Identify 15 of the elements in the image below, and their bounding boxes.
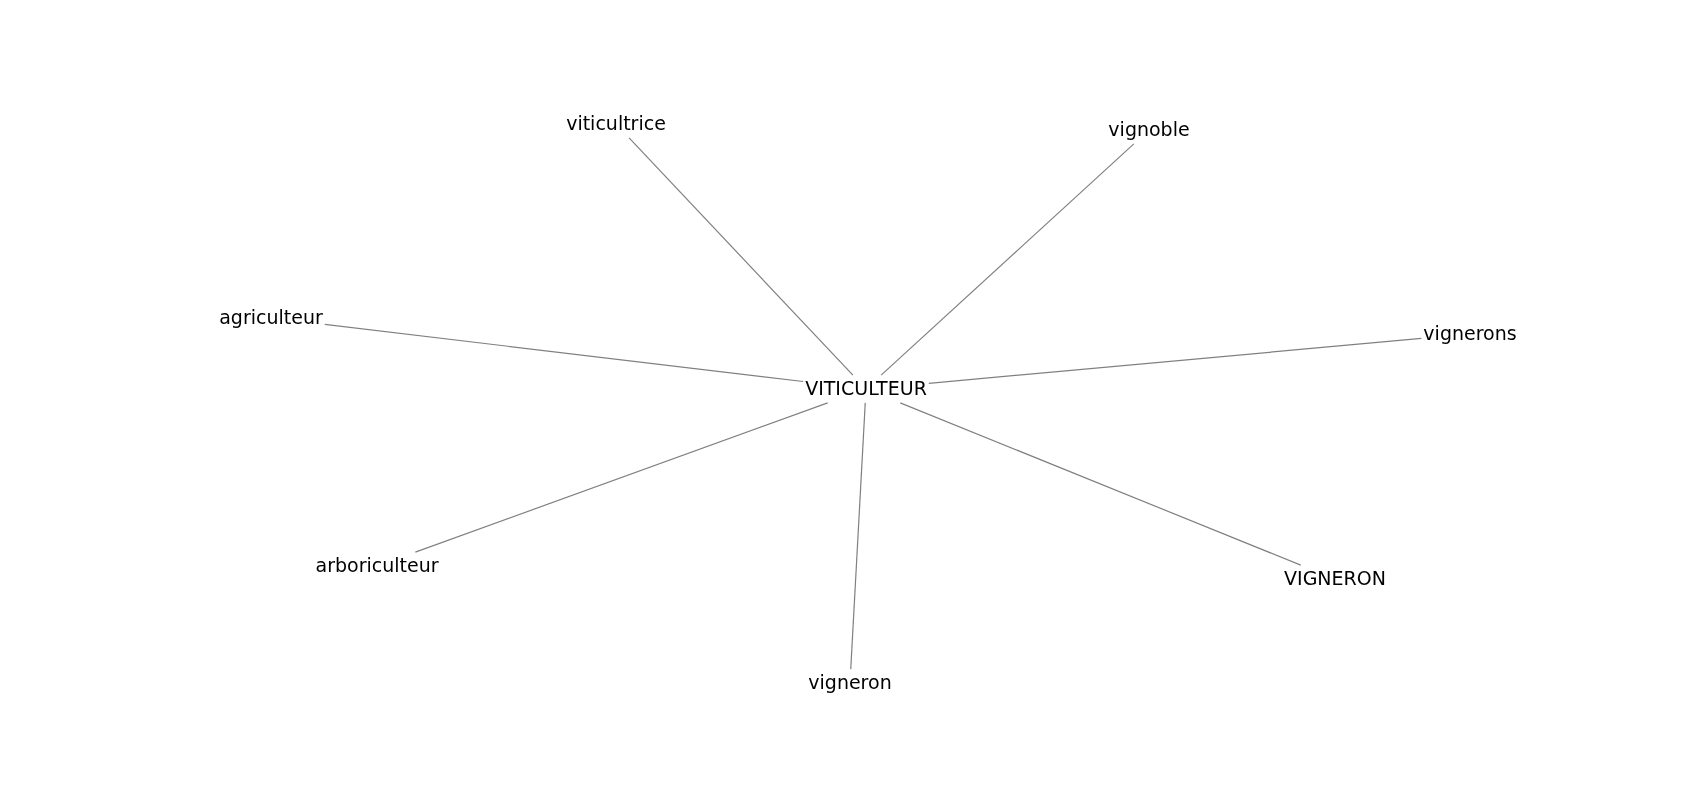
word-label: viticultrice (566, 112, 666, 136)
word-label: arboriculteur (315, 554, 439, 578)
connector-line (850, 402, 866, 670)
connector-line (880, 143, 1135, 376)
word-label: VIGNERON (1284, 567, 1386, 591)
word-label: vignoble (1108, 118, 1190, 142)
connector-line (324, 323, 804, 383)
connector-line (414, 402, 829, 553)
connector-line (928, 337, 1422, 384)
connector-line (628, 137, 854, 376)
word-label: agriculteur (219, 306, 323, 330)
word-label: vignerons (1423, 322, 1517, 346)
word-label: VITICULTEUR (805, 377, 927, 401)
word-label: vigneron (808, 671, 892, 695)
connector-line (899, 402, 1302, 566)
